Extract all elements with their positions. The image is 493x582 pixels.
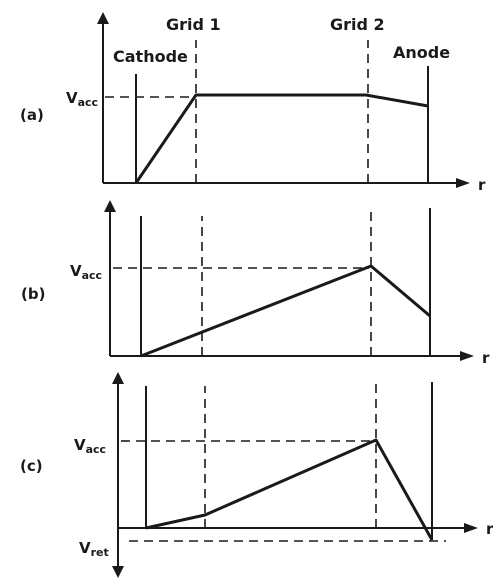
- grid2-label: Grid 2: [330, 15, 385, 34]
- panel-b-axis-r: r: [482, 349, 490, 367]
- anode-label: Anode: [393, 43, 450, 62]
- panel-c-axis-r: r: [486, 520, 493, 538]
- panel-a-potential-curve: [134, 93, 429, 184]
- panel-b-x-arrow-icon: [460, 351, 474, 361]
- panel-c-potential-curve: [145, 438, 434, 541]
- panel-b: r Vacc (b): [21, 200, 490, 367]
- panel-b-label: (b): [21, 285, 45, 303]
- cathode-label: Cathode: [113, 47, 188, 66]
- panel-a-y-arrow-icon: [97, 12, 109, 24]
- panel-b-vacc-label: Vacc: [70, 262, 102, 282]
- panel-c-vret-label: Vret: [79, 539, 109, 559]
- panel-c-y-arrow-icon: [112, 372, 124, 384]
- panel-c-vacc-label: Vacc: [74, 436, 106, 456]
- panel-b-y-arrow-icon: [104, 200, 116, 212]
- panel-a: r Vacc (a): [20, 12, 486, 194]
- panel-c: r Vacc Vret (c): [20, 372, 493, 578]
- panel-a-x-arrow-icon: [456, 178, 470, 188]
- panel-c-y-down-arrow-icon: [112, 566, 124, 578]
- panel-c-label: (c): [20, 457, 43, 475]
- panel-a-label: (a): [20, 106, 44, 124]
- panel-b-potential-curve: [140, 264, 431, 358]
- panel-a-vacc-label: Vacc: [66, 89, 98, 109]
- panel-c-x-arrow-icon: [464, 523, 478, 533]
- grid1-label: Grid 1: [166, 15, 221, 34]
- panel-a-axis-r: r: [478, 176, 486, 194]
